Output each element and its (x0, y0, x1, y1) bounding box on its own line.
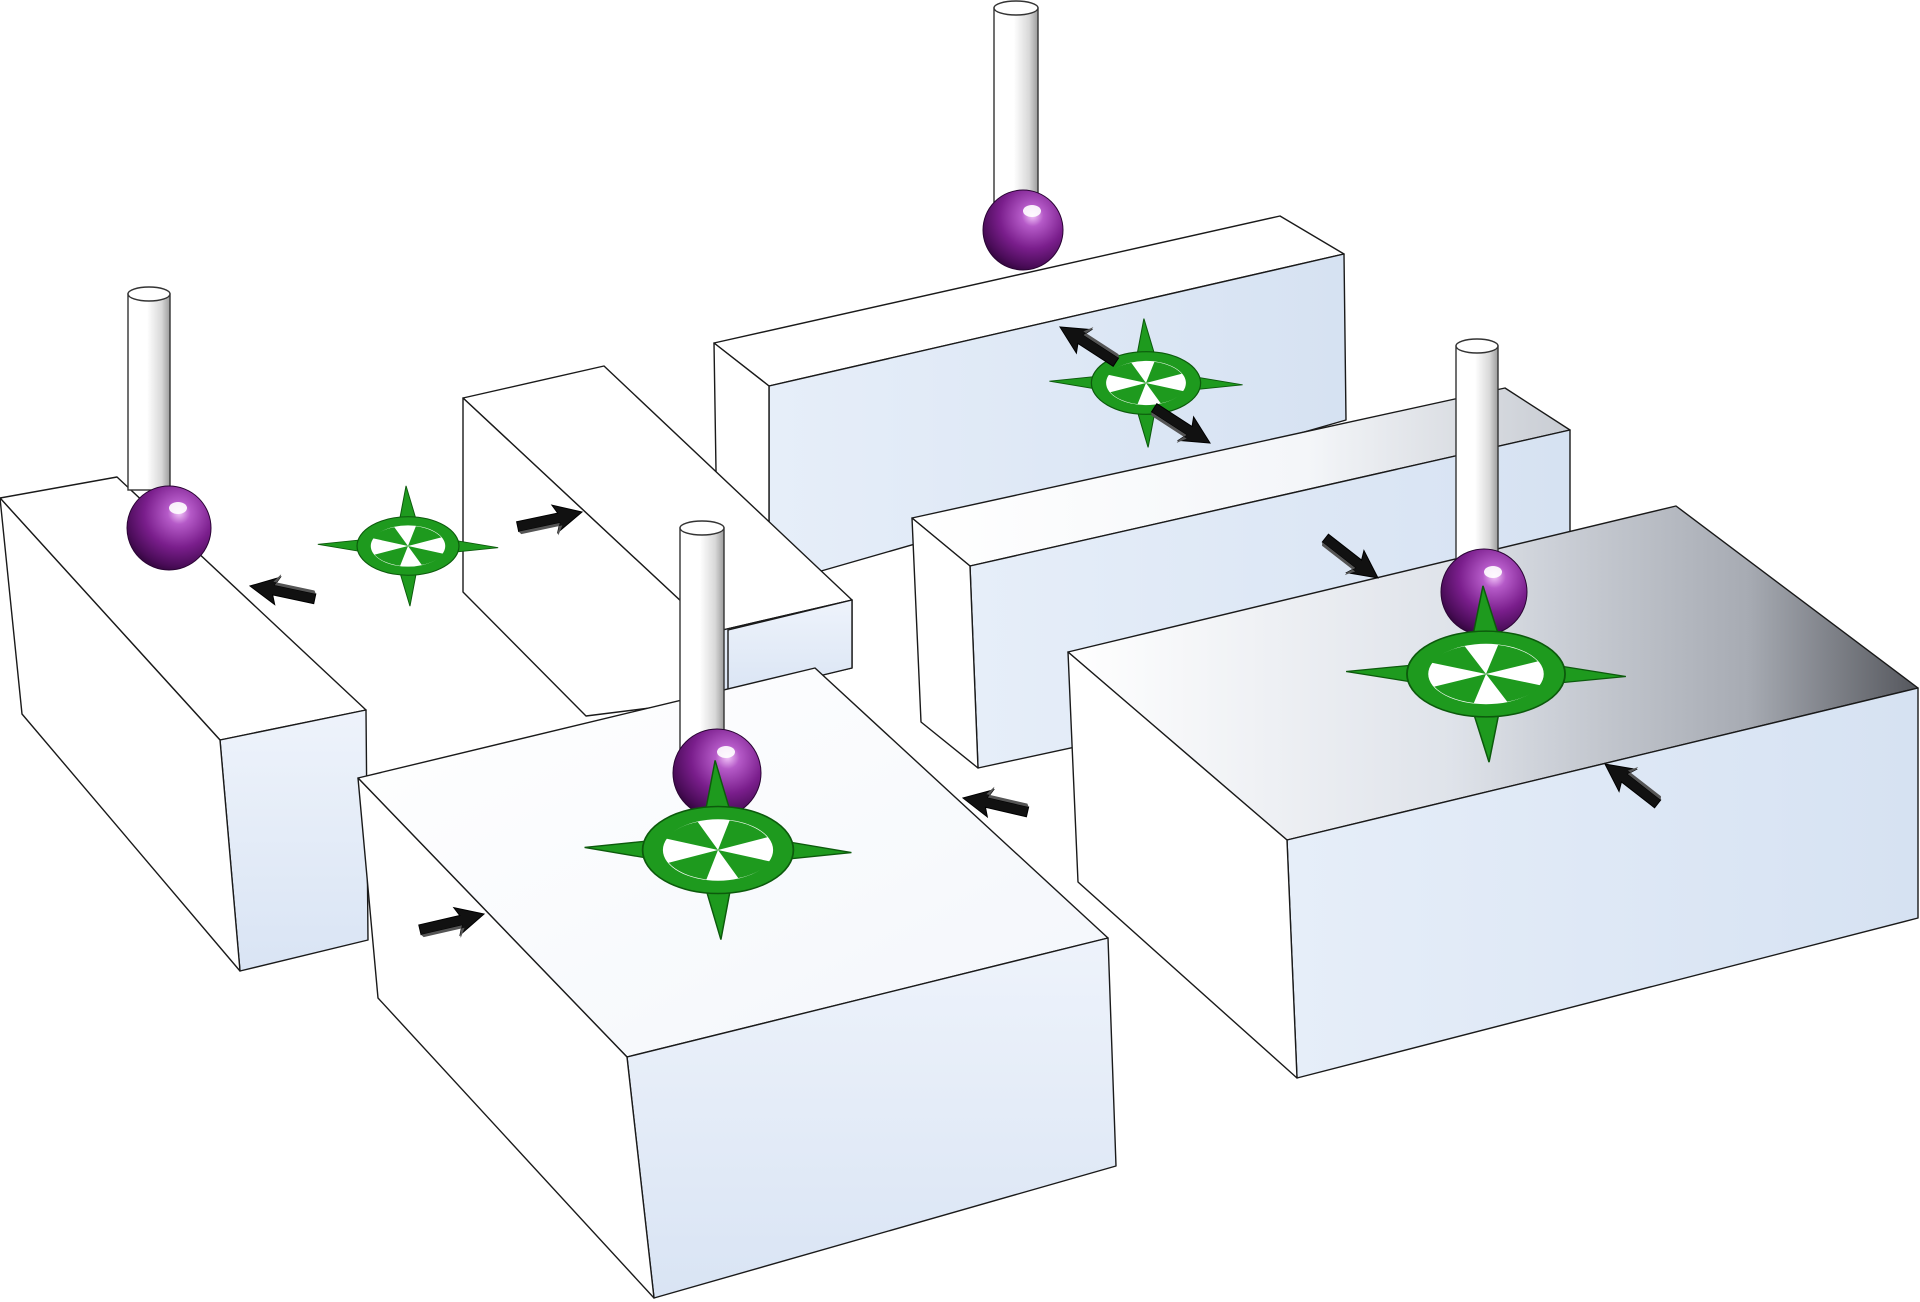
probe-tip-icon (982, 189, 1064, 271)
probe-front-center (672, 520, 762, 818)
arrow-icon (246, 567, 319, 613)
probe-right (1440, 338, 1528, 636)
block-front-left (0, 476, 369, 972)
probe-top-center (982, 0, 1064, 271)
probe-tip-icon (126, 485, 212, 571)
probe-left (126, 286, 212, 571)
